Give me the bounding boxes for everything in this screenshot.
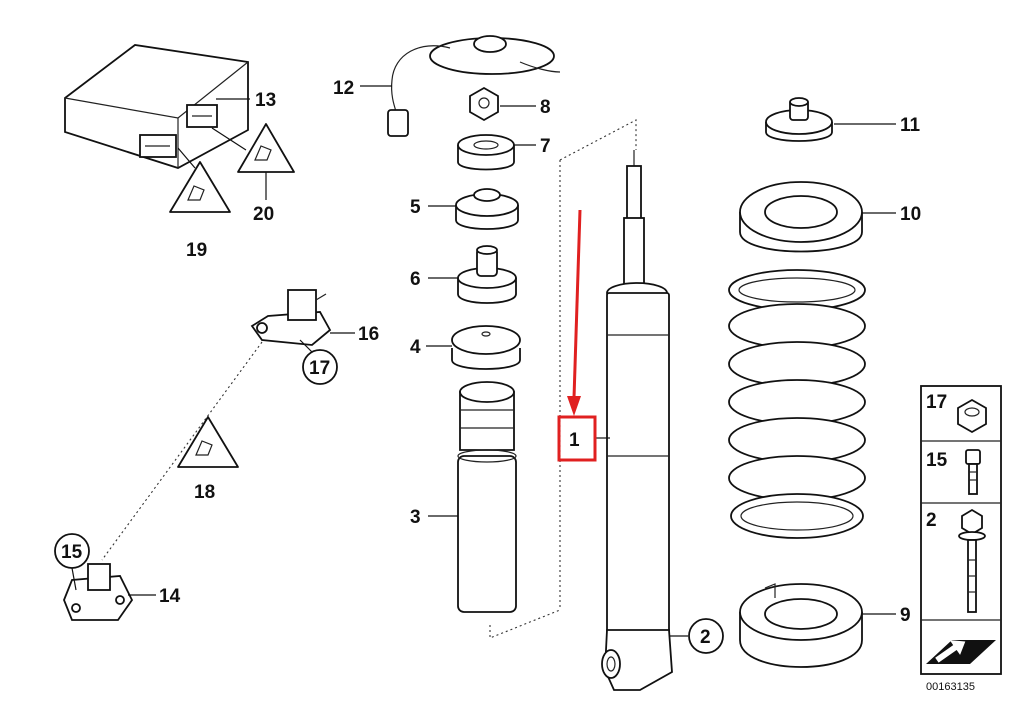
callout-1: 1 xyxy=(569,430,580,451)
callout-15: 15 xyxy=(61,542,83,563)
callout-17: 17 xyxy=(309,358,330,379)
callout-12: 12 xyxy=(333,78,354,99)
callout-6: 6 xyxy=(410,269,421,290)
callout-11: 11 xyxy=(900,115,921,136)
legend-label-15: 15 xyxy=(926,450,948,471)
arrow-marker-icon xyxy=(926,640,996,664)
callout-19: 19 xyxy=(186,240,207,261)
catalog-number: 00163135 xyxy=(926,681,975,693)
upper-spring-seat-10 xyxy=(739,181,863,253)
callout-10: 10 xyxy=(900,204,921,225)
hex-nut-icon xyxy=(957,398,987,434)
callout-17-circle xyxy=(302,349,338,385)
link-dotted-line xyxy=(101,341,263,561)
shock-absorber xyxy=(601,150,673,691)
height-sensor-upper xyxy=(250,289,332,346)
callout-9: 9 xyxy=(900,605,911,626)
callout-18: 18 xyxy=(194,482,215,503)
flange-bolt-icon xyxy=(958,508,986,613)
highlight-arrow-head xyxy=(567,396,581,416)
callout-4: 4 xyxy=(410,337,421,358)
bushing-6 xyxy=(457,245,517,304)
coil-spring xyxy=(728,269,866,539)
height-sensor-lower xyxy=(63,563,134,621)
nut-8 xyxy=(469,86,499,122)
control-unit xyxy=(64,44,249,169)
legend-label-2: 2 xyxy=(926,510,937,531)
warning-triangle-20-icon xyxy=(211,123,295,200)
legend-label-17: 17 xyxy=(926,392,947,413)
hardware-legend xyxy=(920,385,1002,675)
support-disc-4 xyxy=(451,325,521,370)
assembly-bracket-bottom xyxy=(489,609,561,639)
callout-5: 5 xyxy=(410,197,421,218)
callout-16: 16 xyxy=(358,324,379,345)
bearing-5 xyxy=(455,188,519,230)
callout-7: 7 xyxy=(540,136,551,157)
callout-2: 2 xyxy=(700,627,711,648)
assembly-bracket-top xyxy=(559,119,637,161)
callout-13: 13 xyxy=(255,90,276,111)
callout-8: 8 xyxy=(540,97,551,118)
bump-stop-and-dust-cover-3 xyxy=(457,381,517,613)
socket-screw-icon xyxy=(965,449,981,495)
spring-pad-11 xyxy=(765,97,833,142)
callout-3: 3 xyxy=(410,507,421,528)
warning-triangle-18-icon xyxy=(177,416,239,468)
callout-2-circle xyxy=(688,618,724,654)
lower-spring-seat-9 xyxy=(739,583,863,668)
mount-ring-7 xyxy=(457,134,515,171)
top-mount-with-harness xyxy=(387,35,561,137)
warning-triangle-19-icon xyxy=(169,147,231,213)
highlight-arrow-shaft xyxy=(572,209,582,399)
callout-14: 14 xyxy=(159,586,181,607)
highlight-box xyxy=(557,415,597,462)
callout-20: 20 xyxy=(253,204,274,225)
